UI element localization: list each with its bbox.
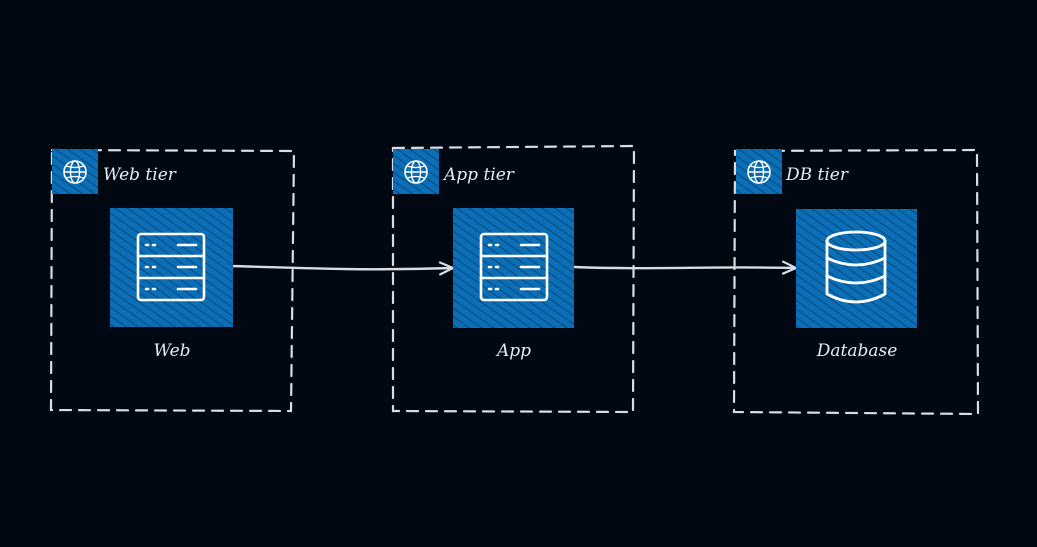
tier-db-label: DB tier <box>785 165 849 185</box>
node-app-box <box>453 208 574 328</box>
globe-icon <box>736 149 782 194</box>
tier-web-label: Web tier <box>103 165 177 185</box>
tier-db[interactable]: DB tier <box>732 148 980 416</box>
connector-web-to-app[interactable] <box>229 266 455 269</box>
server-icon <box>479 232 549 302</box>
node-database-label: Database <box>816 341 898 361</box>
tier-web[interactable]: Web tier <box>49 148 296 413</box>
globe-icon <box>393 149 439 194</box>
node-app[interactable]: App <box>453 208 574 361</box>
globe-icon <box>52 149 98 194</box>
node-database[interactable]: Database <box>796 209 917 361</box>
tier-app-label: App tier <box>442 165 515 185</box>
tier-db-boundary <box>732 148 980 416</box>
server-icon <box>136 232 206 302</box>
connector-app-to-database[interactable] <box>572 267 798 268</box>
node-app-label: App <box>495 341 531 361</box>
tier-app-boundary <box>391 144 636 414</box>
node-web-label: Web <box>153 341 190 361</box>
database-icon <box>825 230 887 304</box>
node-web[interactable]: Web <box>110 208 233 361</box>
node-database-box <box>796 209 917 328</box>
node-web-box <box>110 208 233 327</box>
tier-web-boundary <box>49 148 296 413</box>
tier-app[interactable]: App tier <box>391 144 636 414</box>
